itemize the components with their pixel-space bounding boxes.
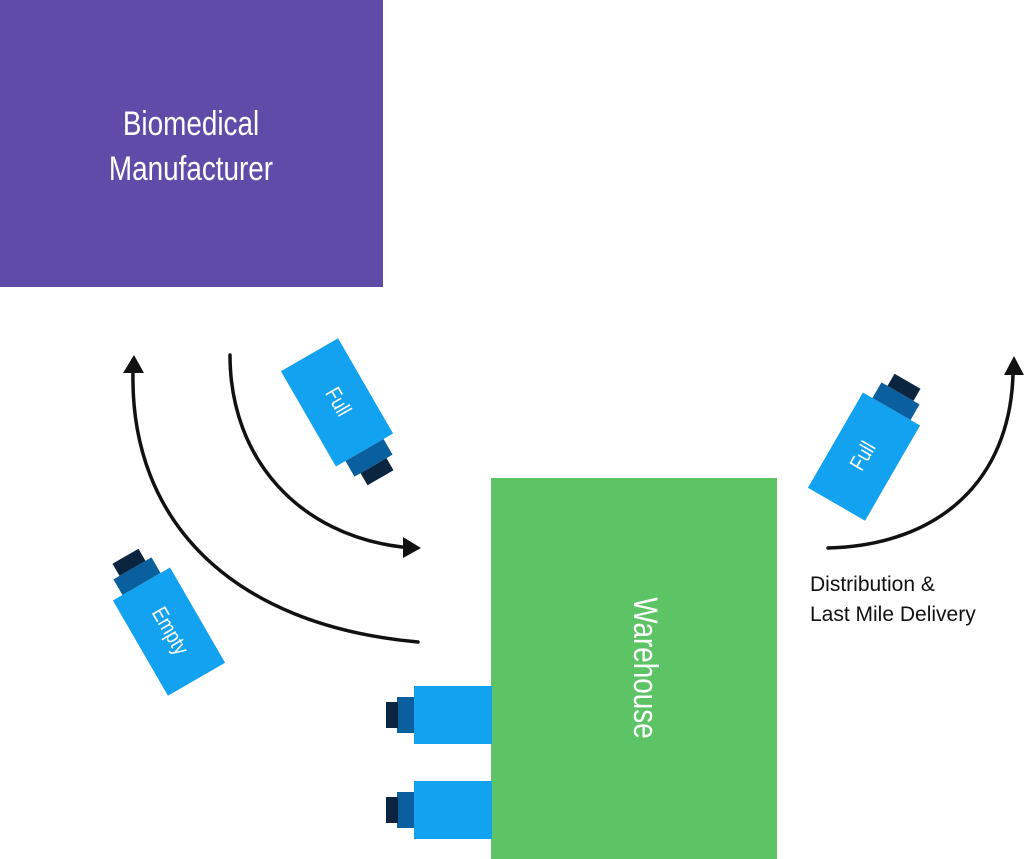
arrow-out [826, 356, 1024, 550]
arrow-out-curve [826, 372, 1015, 550]
arrow-return [123, 355, 420, 644]
manufacturer-box[interactable]: Biomedical Manufacturer [0, 0, 383, 287]
manufacturer-label-line1: Biomedical [123, 104, 259, 142]
cylinder-full-outbound[interactable]: Full [807, 365, 936, 521]
arrow-return-curve [131, 370, 420, 644]
arrow-up-icon [123, 355, 144, 373]
warehouse-label: Warehouse [626, 597, 664, 738]
gas-cylinder-icon [386, 781, 492, 839]
arrow-right-icon [403, 537, 421, 558]
cylinder-empty-return[interactable]: Empty [97, 540, 226, 696]
gas-cylinder-icon [112, 548, 226, 696]
cylinder-full-inbound[interactable]: Full [280, 338, 409, 494]
gas-cylinder-icon [386, 686, 492, 744]
distribution-line2: Last Mile Delivery [810, 603, 976, 626]
arrow-in-curve [228, 353, 404, 549]
distribution-line1: Distribution & [810, 573, 935, 596]
manufacturer-rect [0, 0, 383, 287]
distribution-caption: Distribution & Last Mile Delivery [810, 570, 1020, 630]
gas-cylinder-icon [807, 373, 921, 521]
manufacturer-label-line2: Manufacturer [109, 149, 273, 187]
cylinder-stored-lower[interactable] [386, 781, 492, 839]
gas-cylinder-icon [280, 338, 394, 486]
arrow-in [228, 353, 421, 558]
cylinder-stored-upper[interactable] [386, 686, 492, 744]
warehouse-rect [491, 478, 777, 859]
warehouse-box[interactable]: Warehouse [491, 478, 777, 859]
arrow-up-right-icon [1004, 356, 1024, 375]
